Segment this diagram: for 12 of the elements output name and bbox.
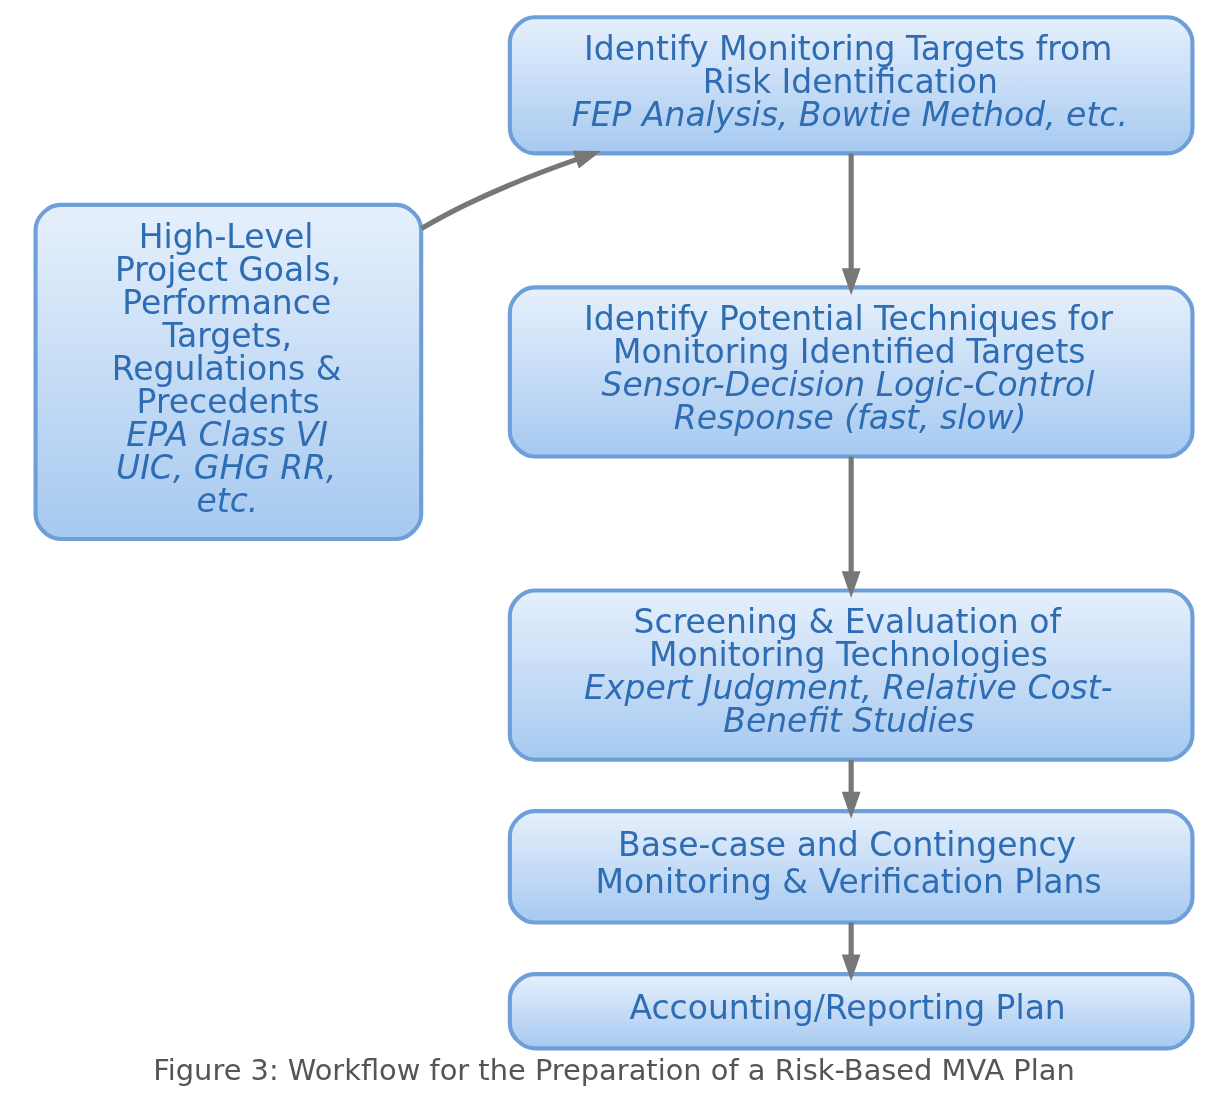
node-box: Identify Monitoring Targets from Risk Identification FEP Analysis, Bowtie Method, etc. bbox=[507, 14, 1195, 155]
node-box: High-Level Project Goals, Performance Targets, Regulations & Precedents EPA Class VI UIC, GHG RR, etc. bbox=[33, 202, 424, 541]
node-box: Identify Potential Techniques for Monitoring Identified Targets Sensor-Decision Logic-Control Response (fast, slow) bbox=[507, 284, 1195, 459]
caption: Figure 3: Workflow for the Preparation of a Risk-Based MVA Plan bbox=[153, 1052, 1075, 1087]
arrow bbox=[841, 153, 861, 295]
node-box: Base-case and Contingency Monitoring & Verification Plans bbox=[507, 808, 1195, 925]
node-box: Screening & Evaluation of Monitoring Technologies Expert Judgment, Relative Cost-Benefit Studies bbox=[507, 587, 1195, 762]
node-box: Accounting/Reporting Plan bbox=[507, 971, 1195, 1050]
arrow bbox=[841, 456, 861, 598]
arrow bbox=[841, 759, 861, 819]
arrow bbox=[841, 922, 861, 981]
arrow bbox=[420, 150, 602, 231]
